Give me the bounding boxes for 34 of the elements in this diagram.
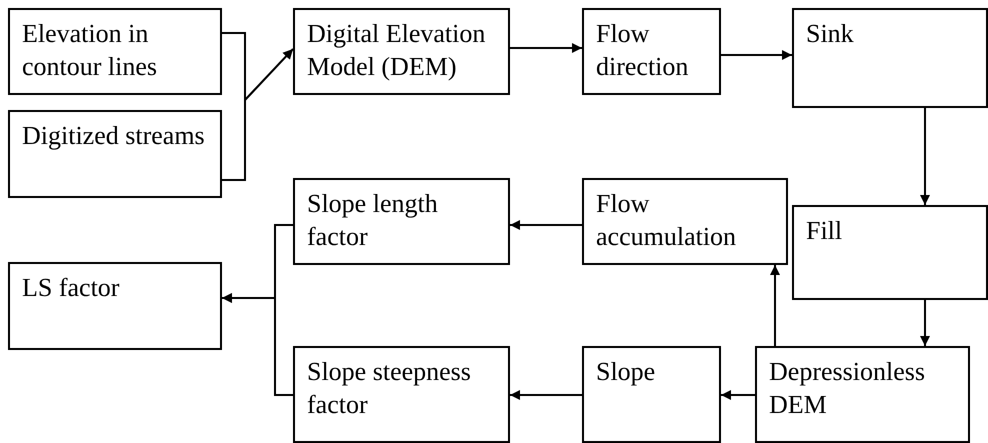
process-box xyxy=(582,346,721,443)
box-label: Elevation in contour lines xyxy=(22,18,158,82)
box-label: Slope length factor xyxy=(307,188,439,252)
process-box xyxy=(792,8,988,108)
box-label: Slope steepness factor xyxy=(307,356,472,420)
arrow xyxy=(510,390,582,400)
box-label: Fill xyxy=(806,215,844,247)
box-label: Depressionless DEM xyxy=(769,356,926,420)
process-box xyxy=(8,8,222,95)
arrow xyxy=(721,50,792,60)
arrow xyxy=(770,265,780,346)
arrow xyxy=(222,48,294,181)
process-box xyxy=(293,346,510,443)
process-box xyxy=(582,8,721,95)
arrow xyxy=(222,293,293,396)
box-label: Flow direction xyxy=(596,18,690,82)
box-label: Digitized streams xyxy=(22,120,206,152)
box-label: Sink xyxy=(806,18,855,50)
process-box xyxy=(755,346,970,443)
box-label: Flow accumulation xyxy=(596,188,738,252)
process-box xyxy=(293,178,510,265)
arrow xyxy=(721,390,755,400)
box-label: Slope xyxy=(596,356,656,388)
arrow xyxy=(510,220,582,230)
process-box xyxy=(8,262,222,350)
process-box xyxy=(293,8,510,95)
process-box xyxy=(582,178,788,265)
process-box xyxy=(792,205,988,300)
arrow xyxy=(920,300,930,346)
box-label: Digital Elevation Model (DEM) xyxy=(307,18,486,82)
arrow xyxy=(510,43,582,53)
box-label: LS factor xyxy=(22,272,120,304)
arrow xyxy=(920,108,930,205)
process-box xyxy=(8,110,222,198)
